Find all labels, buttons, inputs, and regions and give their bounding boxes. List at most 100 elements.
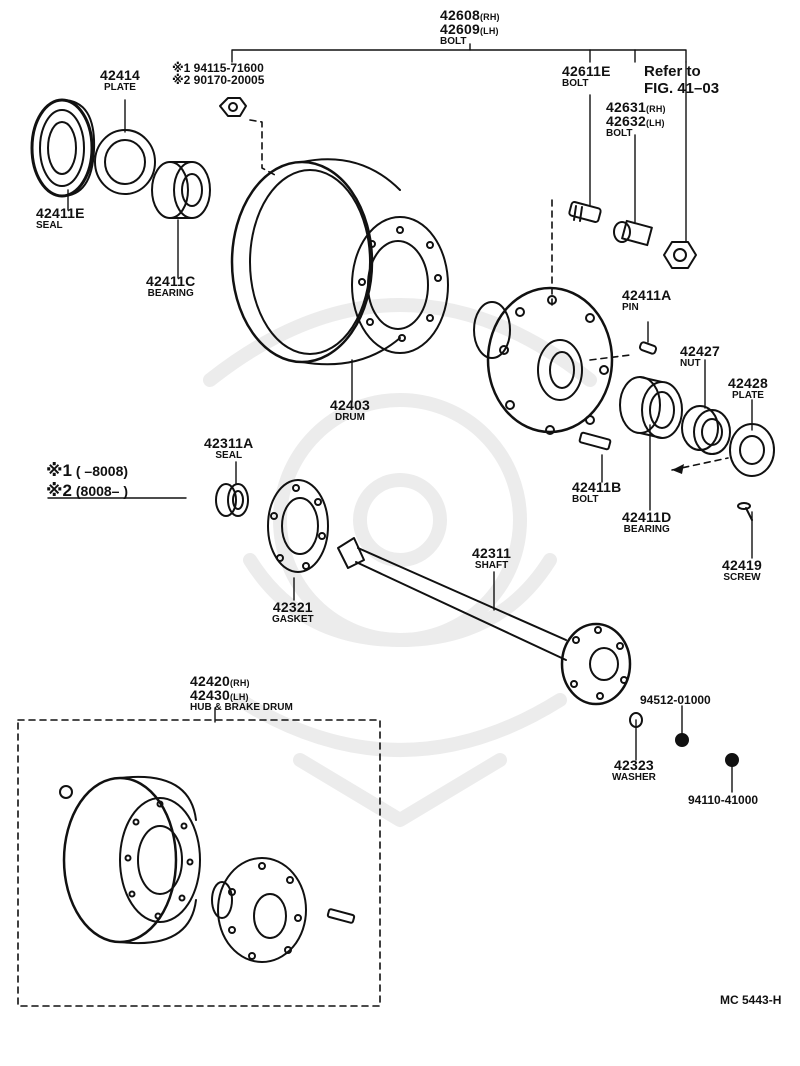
part-number: 42403 — [330, 397, 370, 413]
part-name: BOLT — [606, 128, 633, 139]
washer-42323-drawing — [629, 712, 643, 728]
part-name: HUB & BRAKE DRUM — [190, 702, 293, 713]
part-name: DRUM — [334, 412, 365, 423]
shaft-42311-drawing — [337, 537, 632, 706]
note-mark-1: ※1 — [46, 461, 72, 480]
part-number: 42321 — [272, 599, 313, 615]
figure-code-text: MC 5443-H — [720, 993, 782, 1007]
footnote-date-ranges: ※1 ( –8008) ※2 (8008– ) — [46, 462, 128, 499]
callout-bearing-42411c: 42411C BEARING — [146, 274, 195, 299]
part-name: SHAFT — [474, 560, 509, 571]
drum-42403-drawing — [230, 158, 449, 366]
refer-line-2: FIG. 41–03 — [644, 80, 720, 97]
callout-shaft-42311: 42311 SHAFT — [472, 546, 511, 571]
figure-code: MC 5443-H — [720, 992, 781, 1008]
part-number-rh: 42608 — [440, 7, 480, 23]
callout-bolt-42411b: 42411B BOLT — [572, 480, 621, 505]
nut-42427-drawing — [681, 405, 731, 455]
part-number: 42311A — [204, 435, 254, 451]
note-mark-2: ※2 — [46, 481, 72, 500]
part-name: NUT — [680, 358, 701, 369]
part-name: PLATE — [103, 82, 136, 93]
part-name: GASKET — [272, 614, 314, 625]
part-number: 94512-01000 — [640, 693, 711, 707]
part-name: BOLT — [572, 494, 599, 505]
note-range-1: ( –8008) — [75, 463, 129, 479]
gasket-42321-drawing — [267, 479, 329, 573]
nut-hex — [219, 97, 247, 117]
part-name: SEAL — [215, 450, 243, 461]
lh-suffix: (LH) — [479, 26, 499, 36]
nut-option-2: ※2 90170-20005 — [172, 73, 265, 87]
callout-screw-42419: 42419 SCREW — [722, 558, 762, 583]
refer-line-1: Refer to — [644, 63, 701, 80]
part-number-lh: 42632 — [606, 113, 646, 129]
part-number-lh: 42430 — [190, 687, 230, 703]
part-number-rh: 42631 — [606, 99, 646, 115]
rh-suffix: (RH) — [479, 12, 500, 22]
bolt-42611e-drawing — [568, 201, 602, 223]
callout-part-94110: 94110-41000 — [688, 792, 758, 808]
hub-brake-drum-assembly-drawing — [59, 776, 356, 963]
nut-41-03-drawing — [663, 241, 697, 269]
hub-drawing — [473, 286, 614, 435]
part-number: 42427 — [680, 343, 720, 359]
part-number: 42611E — [562, 63, 611, 79]
lh-suffix: (LH) — [229, 692, 249, 702]
callout-bolt-42611e: 42611E BOLT — [562, 64, 611, 89]
part-number: 42411C — [146, 273, 196, 289]
part-name: BOLT — [440, 36, 467, 47]
screw-42419-drawing — [737, 502, 753, 521]
watermark-emblem — [203, 298, 597, 827]
callout-gasket-42321: 42321 GASKET — [272, 600, 314, 625]
part-number: 42311 — [472, 545, 512, 561]
bearing-42411d-drawing — [619, 376, 683, 439]
rh-suffix: (RH) — [229, 678, 250, 688]
plate-42414-drawing — [94, 129, 156, 195]
callout-nut-options: ※1 94115-71600 ※2 90170-20005 — [172, 62, 264, 86]
part-number: 42428 — [728, 375, 768, 391]
nut-94110-drawing — [725, 753, 739, 767]
callout-plate-42414: 42414 PLATE — [100, 68, 140, 93]
part-number: 94110-41000 — [688, 793, 759, 807]
part-number-lh: 42609 — [440, 21, 480, 37]
callout-plate-42428: 42428 PLATE — [728, 376, 768, 401]
part-number: 42411D — [622, 509, 672, 525]
callout-pin-42411a: 42411A PIN — [622, 288, 671, 313]
part-number-rh: 42420 — [190, 673, 230, 689]
note-range-2: (8008– ) — [75, 483, 129, 499]
callout-part-94512: 94512-01000 — [640, 692, 711, 708]
part-number: 42419 — [722, 557, 762, 573]
seal-42411e-drawing — [30, 98, 96, 198]
part-name: PLATE — [731, 390, 764, 401]
seal-42311a-drawing — [215, 483, 249, 517]
part-number: 42411A — [622, 287, 672, 303]
lh-suffix: (LH) — [645, 118, 665, 128]
part-name: SCREW — [723, 572, 761, 583]
callout-washer-42323: 42323 WASHER — [612, 758, 656, 783]
part-number: 42323 — [613, 757, 654, 773]
callout-hub-brake-drum: 42420(RH) 42430(LH) HUB & BRAKE DRUM — [190, 674, 293, 713]
callout-refer-fig: Refer to FIG. 41–03 — [644, 64, 719, 96]
callout-bolt-42631: 42631(RH) 42632(LH) BOLT — [606, 100, 666, 139]
part-name: WASHER — [612, 772, 656, 783]
part-name: BOLT — [562, 78, 589, 89]
part-name: SEAL — [36, 220, 63, 231]
callout-top-bolt: 42608(RH) 42609(LH) BOLT — [440, 8, 500, 47]
callout-nut-42427: 42427 NUT — [680, 344, 720, 369]
rh-suffix: (RH) — [645, 104, 666, 114]
nut-94512-drawing — [675, 733, 689, 747]
dashed-guides — [17, 119, 729, 1007]
plate-42428-drawing — [729, 423, 775, 477]
part-number: 42411E — [36, 205, 85, 221]
part-number: 42411B — [572, 479, 622, 495]
callout-bearing-42411d: 42411D BEARING — [622, 510, 671, 535]
part-number: 42414 — [100, 67, 140, 83]
part-name: BEARING — [623, 524, 670, 535]
bolt-42631-drawing — [613, 219, 653, 247]
pin-42411a-drawing — [638, 341, 658, 355]
bolt-42411b-drawing — [578, 431, 612, 451]
part-name: PIN — [622, 302, 639, 313]
